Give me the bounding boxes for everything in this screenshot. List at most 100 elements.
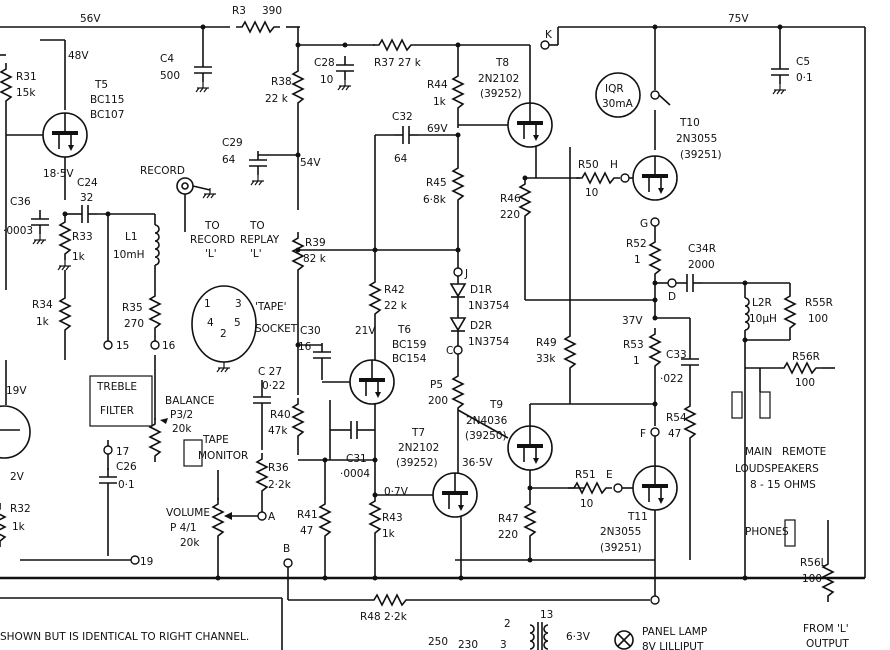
resistor-r36: R36 2·2k: [256, 452, 292, 512]
r50-ref: R50: [578, 159, 599, 171]
balance-label: BALANCE: [165, 395, 214, 407]
phones-label: PHONES: [745, 526, 789, 538]
r45-ref: R45: [426, 177, 447, 189]
diode-d2r: D2R 1N3754: [449, 317, 510, 348]
terminal-h: [620, 173, 630, 183]
capacitor-c4: C4 500: [160, 27, 213, 93]
to-replay-1: TO: [249, 220, 265, 232]
junction-dots: [62, 24, 783, 581]
tx-2: 2: [504, 618, 511, 630]
terminal-f-label: F: [640, 428, 646, 440]
r31-ref: R31: [16, 71, 37, 83]
c30-val: 16: [298, 341, 312, 353]
resistor-r56l: R56L 100 FROM 'L' OUTPUT: [800, 520, 849, 650]
transistor-t8: T8 2N2102 (39252): [458, 45, 553, 148]
mains-transformer: 250 230 2 3 13 6·3V: [428, 609, 591, 650]
to-record-1: TO: [204, 220, 220, 232]
r35-ref: R35: [122, 302, 143, 314]
balance-val: 20k: [172, 423, 192, 435]
r42-ref: R42: [384, 284, 405, 296]
t5-emitter-voltage: 18·5V: [43, 168, 74, 180]
t8-ref: T8: [495, 57, 509, 69]
r56l-val: 100: [802, 573, 822, 585]
c31-val: ·0004: [340, 468, 370, 480]
to-replay-label: TO REPLAY 'L': [240, 220, 280, 260]
transistor-t9: T9 2N4036 (39250): [457, 399, 655, 471]
volume-ref: P 4/1: [170, 522, 197, 534]
resistor-r54: R54 47: [666, 399, 696, 560]
left-voltage-2v: 2V: [10, 471, 25, 483]
left-voltage-19v: 19V: [6, 385, 27, 397]
record-label: RECORD: [140, 165, 185, 177]
terminal-k: [540, 40, 550, 50]
c36-ref: C36: [10, 196, 31, 208]
resistor-r38: R38 22 k: [265, 27, 304, 210]
c34r-val: 2000: [688, 259, 715, 271]
r37-ref: R37 27 k: [374, 57, 422, 69]
c24-ref: C24: [77, 177, 98, 189]
inductor-l1: L1 10mH: [113, 214, 160, 290]
terminal-j-label: J: [464, 268, 468, 280]
r34-val: 1k: [36, 316, 50, 328]
r39-val: 82 k: [303, 253, 327, 265]
terminal-j: [453, 267, 463, 277]
t9-type: 2N4036: [466, 415, 508, 427]
r43-ref: R43: [382, 512, 403, 524]
r47-val: 220: [498, 529, 518, 541]
din-pin-2: 2: [220, 328, 227, 340]
r55r-ref: R55R: [805, 297, 833, 309]
c27-ref: C 27: [258, 366, 282, 378]
terminal-b: [283, 558, 293, 568]
capacitor-c27: C 27 0·22: [252, 366, 285, 450]
iqr-label: IQR: [605, 83, 624, 95]
socket-label: SOCKET: [255, 323, 298, 335]
c32-val: 64: [394, 153, 408, 165]
tx-6v3: 6·3V: [566, 631, 591, 643]
capacitor-c26: C26 0·1: [98, 440, 137, 556]
to-record-3: 'L': [205, 248, 217, 260]
transistor-t5: 48V T5 BC115 BC107 18·5V: [6, 40, 124, 180]
r33-val: 1k: [72, 251, 86, 263]
tape-din-socket: 1 3 4 2 5 'TAPE' SOCKET: [191, 285, 298, 373]
r53-val: 1: [633, 355, 640, 367]
l2r-ref: L2R: [752, 297, 772, 309]
resistor-r48: R48 2·2k: [287, 567, 650, 623]
t7-base-voltage: 0·7V: [384, 486, 409, 498]
r40-val: 47k: [268, 425, 288, 437]
t9-alt: (39250): [465, 430, 507, 442]
voltage-54v: 54V: [300, 157, 321, 169]
c34r-ref: C34R: [688, 243, 716, 255]
l2r-val: 10μH: [749, 313, 777, 325]
treble-label: TREBLE: [96, 381, 137, 393]
r50-val: 10: [585, 187, 598, 199]
r52-ref: R52: [626, 238, 647, 250]
din-pin-5: 5: [234, 317, 241, 329]
resistor-r51: R51 10: [567, 469, 613, 510]
r35-val: 270: [124, 318, 144, 330]
capacitor-c24: C24 32: [65, 177, 155, 224]
din-pin-4: 4: [207, 317, 214, 329]
tape-monitor-label-1: TAPE: [202, 434, 229, 446]
t7-alt: (39252): [396, 457, 438, 469]
t8-alt: (39252): [480, 88, 522, 100]
resistor-r3: R3 390: [232, 5, 282, 33]
tx-3: 3: [500, 639, 507, 650]
c30-ref: C30: [300, 325, 321, 337]
r47-ref: R47: [498, 513, 519, 525]
t6-voltage: 21V: [355, 325, 376, 337]
p5-ref: P5: [430, 379, 443, 391]
terminal-g-label: G: [640, 218, 648, 230]
d1r-ref: D1R: [470, 284, 492, 296]
r3-val: 390: [262, 5, 282, 17]
to-record-2: RECORD: [190, 234, 235, 246]
inductor-l2r: L2R 10μH: [744, 297, 777, 340]
capacitor-c36: C36 ·0003: [3, 196, 50, 245]
c36-val: ·0003: [3, 225, 33, 237]
balance-pot: BALANCE P3/2 20k: [149, 355, 214, 463]
resistor-r33: R33 1k: [57, 215, 93, 271]
filter-label: FILTER: [100, 405, 134, 417]
t6-type: BC159: [392, 339, 426, 351]
panel-lamp: PANEL LAMP 8V LILLIPUT: [614, 626, 707, 650]
resistor-r46: R46 220: [500, 147, 537, 300]
transistor-t6: 21V T6 BC159 BC154: [322, 324, 427, 405]
